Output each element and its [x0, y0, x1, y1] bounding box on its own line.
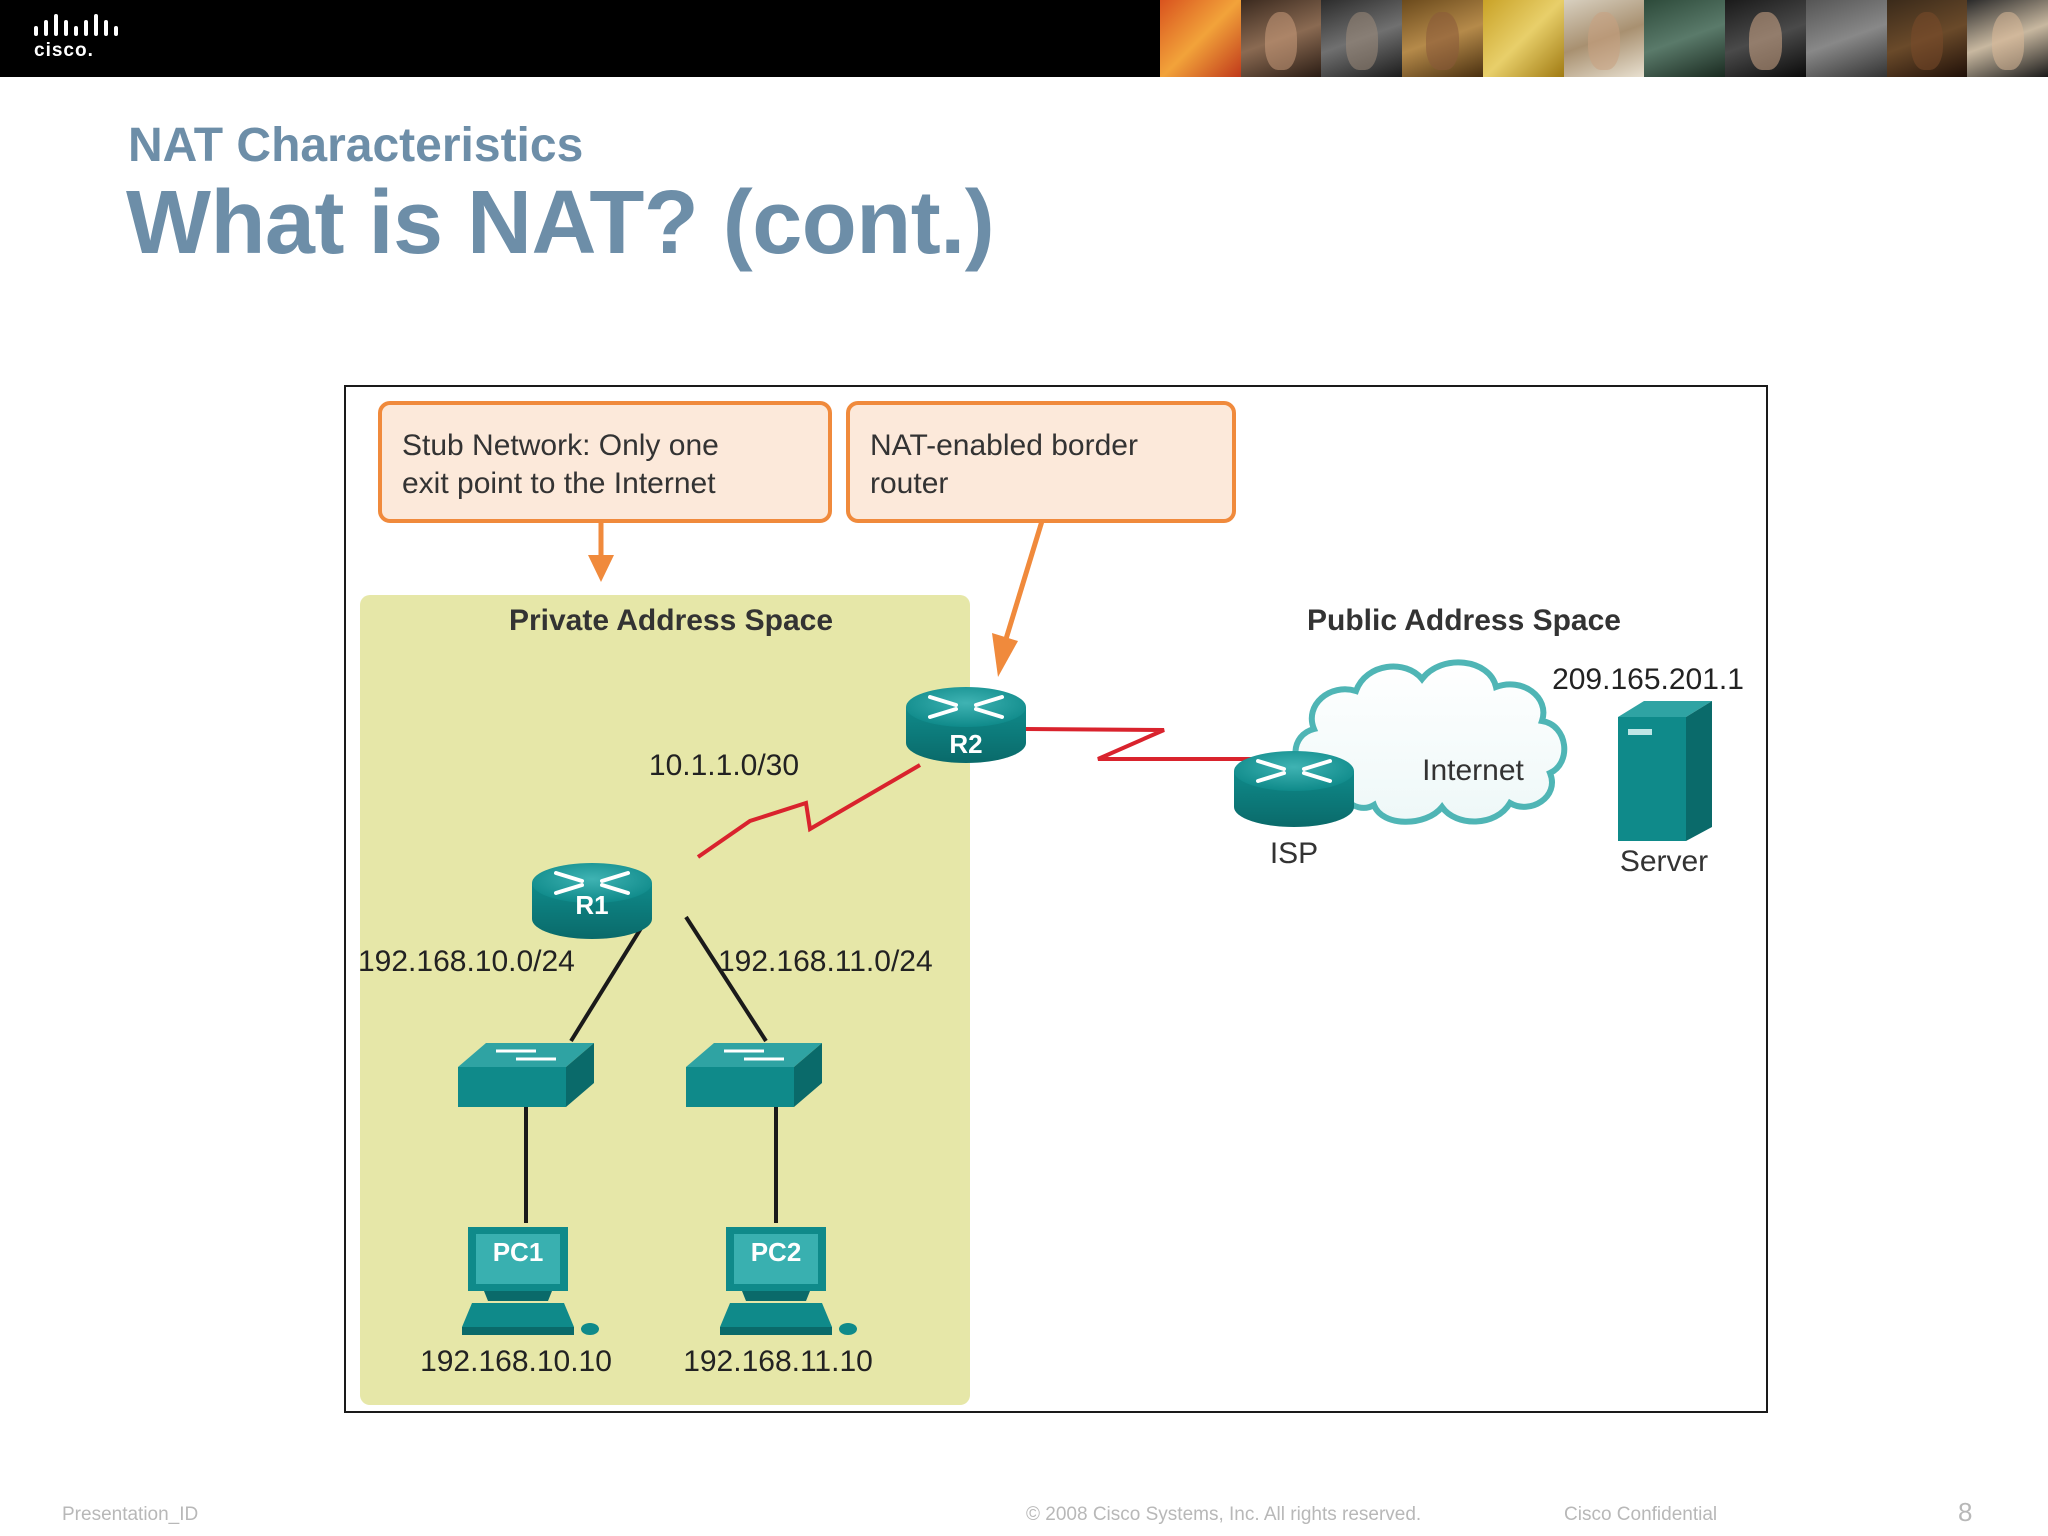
r2-label: R2 — [949, 729, 982, 759]
internet-cloud-icon — [1292, 659, 1568, 825]
switch2-icon — [684, 1041, 824, 1109]
private-address-region — [360, 595, 970, 1405]
header-photo — [1240, 0, 1322, 77]
public-address-space-label: Public Address Space — [1307, 604, 1621, 637]
stub-network-callout — [378, 401, 832, 523]
footer-presentation-id: Presentation_ID — [62, 1504, 199, 1525]
page-number: 8 — [1958, 1497, 1973, 1527]
r2-isp-serial-link — [1025, 727, 1266, 761]
r1-switch2-link — [684, 915, 768, 1043]
private-address-space-label: Private Address Space — [509, 604, 833, 637]
pc2-label: PC2 — [751, 1237, 802, 1267]
header-photo — [1805, 0, 1887, 77]
nat-topology-figure: Stub Network: Only one exit point to the… — [344, 385, 1768, 1413]
r1-r2-network-label: 10.1.1.0/30 — [649, 749, 799, 782]
header-photo — [1886, 0, 1968, 77]
server-ip-label: 209.165.201.1 — [1552, 663, 1744, 696]
lan2-network-label: 192.168.11.0/24 — [718, 945, 933, 978]
header-photo — [1160, 0, 1241, 77]
server-icon — [1618, 701, 1712, 841]
header-bar: cisco. — [0, 0, 2048, 77]
header-photo — [1644, 0, 1726, 77]
r1-r2-serial-link — [696, 763, 922, 859]
router-isp-icon — [1232, 749, 1356, 829]
page-title: What is NAT? (cont.) — [126, 173, 995, 273]
pc2-ip-label: 192.168.11.10 — [683, 1345, 873, 1378]
pc1-ip-label: 192.168.10.10 — [420, 1345, 612, 1378]
nat-callout-arrow — [992, 520, 1045, 677]
nat-callout-line2: router — [870, 467, 948, 500]
stub-callout-arrow — [588, 521, 614, 582]
nat-callout-line1: NAT-enabled border — [870, 429, 1138, 462]
pc1-label: PC1 — [493, 1237, 544, 1267]
lan1-network-label: 192.168.10.0/24 — [358, 945, 575, 978]
header-photo-strip — [1160, 0, 2048, 77]
header-photo — [1482, 0, 1564, 77]
header-photo — [1967, 0, 2048, 77]
internet-label: Internet — [1422, 754, 1524, 787]
footer-confidential: Cisco Confidential — [1564, 1504, 1718, 1525]
nat-router-callout — [846, 401, 1236, 523]
section-title: NAT Characteristics — [128, 119, 584, 172]
server-label: Server — [1620, 845, 1708, 878]
logo-wordmark: cisco. — [34, 40, 94, 61]
r1-label: R1 — [575, 890, 608, 920]
header-photo — [1563, 0, 1645, 77]
isp-label: ISP — [1270, 837, 1318, 870]
header-photo — [1321, 0, 1403, 77]
cisco-logo-icon — [34, 14, 118, 36]
switch1-icon — [456, 1041, 596, 1109]
footer-copyright: © 2008 Cisco Systems, Inc. All rights re… — [1026, 1504, 1422, 1525]
header-photo — [1402, 0, 1483, 77]
header-photo — [1725, 0, 1806, 77]
stub-callout-line1: Stub Network: Only one — [402, 429, 719, 462]
nat-topology-diagram: Stub Network: Only one exit point to the… — [358, 401, 1744, 1405]
stub-callout-line2: exit point to the Internet — [402, 467, 716, 500]
r1-switch1-link — [569, 915, 650, 1043]
